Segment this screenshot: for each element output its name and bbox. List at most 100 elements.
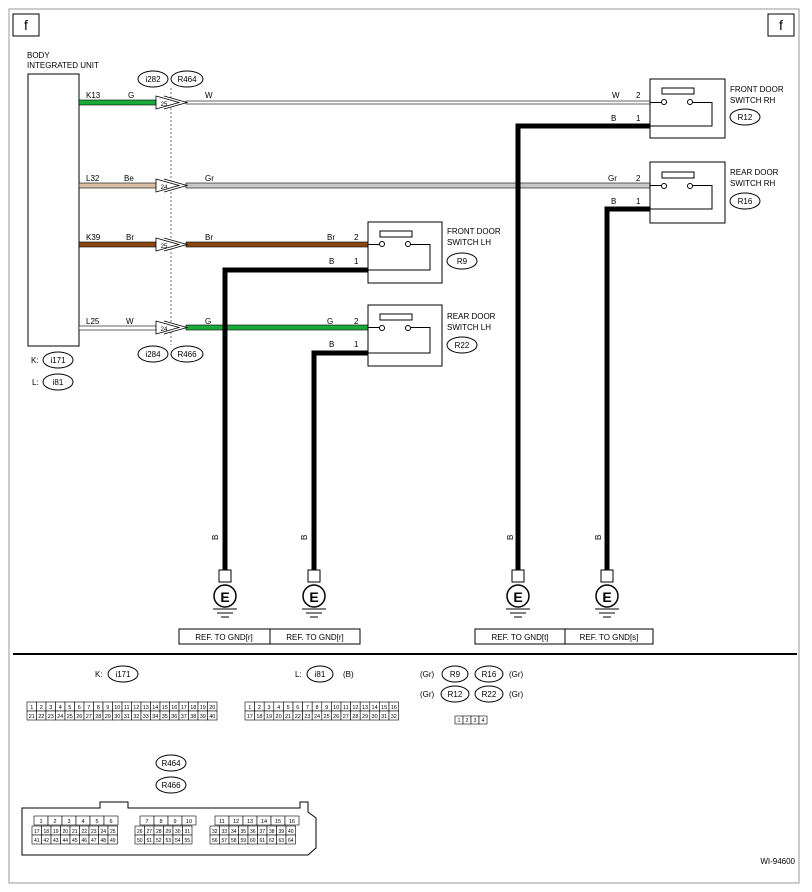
svg-text:G: G <box>205 317 211 326</box>
pin-label: 50 <box>137 838 143 844</box>
svg-text:i81: i81 <box>315 670 326 679</box>
pin-label: 35 <box>240 829 246 835</box>
pin-label: 7 <box>306 705 309 711</box>
pin-label: 4 <box>81 819 84 825</box>
pin-label: 1 <box>458 718 461 724</box>
body-integrated-unit: BODY INTEGRATED UNIT K: i171 L: i81 <box>27 51 99 391</box>
front-door-switch-rh: W 2 B 1 FRONT DOOR SWITCH RH R12 <box>611 78 784 139</box>
svg-text:L25: L25 <box>86 317 100 326</box>
pin-label: 5 <box>287 705 290 711</box>
svg-text:(Gr): (Gr) <box>420 670 435 679</box>
svg-text:R22: R22 <box>455 341 470 350</box>
pin-cell <box>103 815 119 826</box>
pin-label: 1 <box>248 705 251 711</box>
pin-label: 31 <box>184 829 190 835</box>
l-connector-label: i81 <box>53 378 64 387</box>
pin-label: 18 <box>190 705 196 711</box>
pin-label: 30 <box>372 714 378 720</box>
pin-label: 3 <box>474 718 477 724</box>
pin-label: 4 <box>482 718 485 724</box>
svg-text:B: B <box>329 257 334 266</box>
svg-text:K39: K39 <box>86 233 101 242</box>
ground-4: B E <box>594 535 619 618</box>
svg-text:Br: Br <box>126 233 134 242</box>
pin-label: 34 <box>152 714 158 720</box>
pin-label: 63 <box>278 838 284 844</box>
pin-label: 28 <box>352 714 358 720</box>
pin-label: 17 <box>247 714 253 720</box>
svg-text:REF. TO GND[r]: REF. TO GND[r] <box>195 633 253 642</box>
pin-label: 42 <box>43 838 49 844</box>
pin-label: 5 <box>68 705 71 711</box>
pin-label: 23 <box>91 829 97 835</box>
pin-cell <box>182 834 193 845</box>
pin-label: 32 <box>212 829 218 835</box>
pin-label: 47 <box>91 838 97 844</box>
pin-label: 12 <box>233 819 239 825</box>
svg-text:Br: Br <box>205 233 213 242</box>
pin-cell <box>284 815 300 826</box>
pin-label: 23 <box>48 714 54 720</box>
svg-text:Be: Be <box>124 174 134 183</box>
pin-label: 27 <box>146 829 152 835</box>
svg-text:G: G <box>128 91 134 100</box>
ground-1: B E <box>211 535 237 618</box>
pin-label: 7 <box>87 705 90 711</box>
pin-label: 27 <box>86 714 92 720</box>
pin-label: 25 <box>324 714 330 720</box>
pin-cell <box>207 710 218 721</box>
svg-text:FRONT DOOR: FRONT DOOR <box>730 85 784 94</box>
pin-label: 55 <box>184 838 190 844</box>
svg-text:FRONT DOOR: FRONT DOOR <box>447 227 501 236</box>
svg-text:1: 1 <box>636 114 641 123</box>
pin-label: 4 <box>277 705 280 711</box>
pin-label: 3 <box>49 705 52 711</box>
svg-text:i171: i171 <box>115 670 131 679</box>
pin-label: 32 <box>391 714 397 720</box>
svg-text:R12: R12 <box>738 113 753 122</box>
pin-label: 19 <box>200 705 206 711</box>
ground-ref-boxes-left: REF. TO GND[r] REF. TO GND[r] <box>178 628 361 645</box>
pin-label: 44 <box>62 838 68 844</box>
svg-text:B: B <box>329 340 334 349</box>
pin-label: 41 <box>34 838 40 844</box>
svg-text:K:: K: <box>95 670 103 679</box>
svg-text:R466: R466 <box>161 781 181 790</box>
svg-text:REF. TO GND[t]: REF. TO GND[t] <box>491 633 548 642</box>
svg-text:SWITCH LH: SWITCH LH <box>447 238 491 247</box>
pin-label: 7 <box>145 819 148 825</box>
l-prefix: L: <box>32 378 39 387</box>
svg-text:f: f <box>779 17 783 33</box>
pin-cell <box>388 710 399 721</box>
pin-label: 22 <box>38 714 44 720</box>
pin-label: 2 <box>466 718 469 724</box>
pin-label: 28 <box>156 829 162 835</box>
pin-label: 12 <box>352 705 358 711</box>
svg-text:i284: i284 <box>145 350 161 359</box>
pin-label: 35 <box>162 714 168 720</box>
pin-label: 10 <box>186 819 192 825</box>
pin-label: 13 <box>143 705 149 711</box>
svg-text:2: 2 <box>354 317 359 326</box>
pin-label: 36 <box>250 829 256 835</box>
junction-pin-24b: 24 <box>155 320 189 335</box>
junction-pin-24a: 24 <box>155 178 189 193</box>
rear-door-switch-lh: G 2 B 1 REAR DOOR SWITCH LH R22 <box>327 304 496 367</box>
pin-label: 45 <box>72 838 78 844</box>
pin-label: 19 <box>266 714 272 720</box>
pin-label: 31 <box>381 714 387 720</box>
pin-label: 62 <box>269 838 275 844</box>
pin-label: 21 <box>285 714 291 720</box>
pin-label: 39 <box>278 829 284 835</box>
svg-text:(Gr): (Gr) <box>509 690 524 699</box>
pin-label: 20 <box>276 714 282 720</box>
ground-wires <box>222 123 650 570</box>
pin-label: 61 <box>259 838 265 844</box>
pin-label: 49 <box>110 838 116 844</box>
svg-text:R466: R466 <box>177 350 197 359</box>
svg-text:REAR DOOR: REAR DOOR <box>730 168 779 177</box>
pin-label: 29 <box>165 829 171 835</box>
svg-text:SWITCH LH: SWITCH LH <box>447 323 491 332</box>
k-prefix: K: <box>31 356 39 365</box>
